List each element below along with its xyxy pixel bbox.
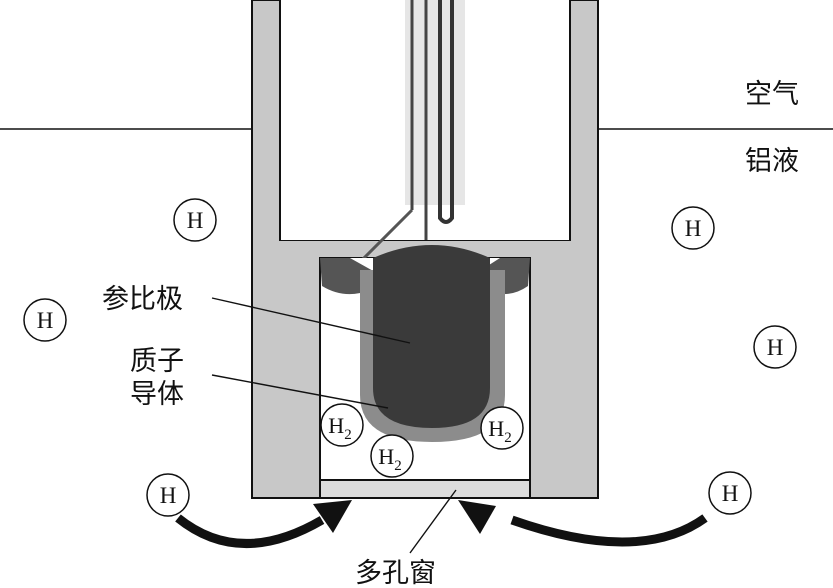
arrow-left-curve [175,514,325,548]
hydrogen-molecule-symbol: H [328,413,344,438]
arrow-left-head [313,500,352,533]
porous-window [319,479,531,499]
hydrogen-atom-symbol: H [685,216,702,241]
hydrogen-molecule-subscript: 2 [344,427,352,443]
label-proton-conductor-1: 质子 [130,346,184,377]
hydrogen-atom-symbol: H [767,335,784,360]
hydrogen-atom: H [23,298,67,342]
hydrogen-molecule: H2 [480,406,524,450]
svg-text:H2: H2 [378,444,401,474]
hydrogen-atom: H [671,206,715,250]
hydrogen-molecule-subscript: 2 [504,430,512,446]
hydrogen-atom-symbol: H [187,208,204,233]
thermocouple-wire [438,0,454,224]
label-air: 空气 [745,79,799,110]
label-porous-window: 多孔窗 [355,558,436,588]
leader-reference-electrode [211,297,411,344]
hydrogen-atom: H [753,325,797,369]
label-melt: 铝液 [745,146,799,177]
svg-text:H2: H2 [328,413,351,443]
hydrogen-atom-symbol: H [37,308,54,333]
hydrogen-molecule-symbol: H [378,444,394,469]
hydrogen-atom: H [146,473,190,517]
hydrogen-molecule-symbol: H [488,416,504,441]
leader-porous-window [409,489,457,554]
hydrogen-atom: H [173,198,217,242]
hydrogen-molecule-subscript: 2 [394,458,402,474]
arrow-right-curve [510,514,708,547]
svg-text:H2: H2 [488,416,511,446]
hydrogen-molecule: H2 [370,434,414,478]
hydrogen-molecule: H2 [320,403,364,447]
label-reference-electrode: 参比极 [102,284,183,315]
label-proton-conductor-2: 导体 [130,379,184,410]
hydrogen-atom: H [708,471,752,515]
hydrogen-atom-symbol: H [722,481,739,506]
hydrogen-atom-symbol: H [160,483,177,508]
arrow-right-head [458,500,496,534]
reference-electrode [373,245,490,428]
leader-proton-conductor [211,374,389,409]
lead-channel [405,0,465,205]
